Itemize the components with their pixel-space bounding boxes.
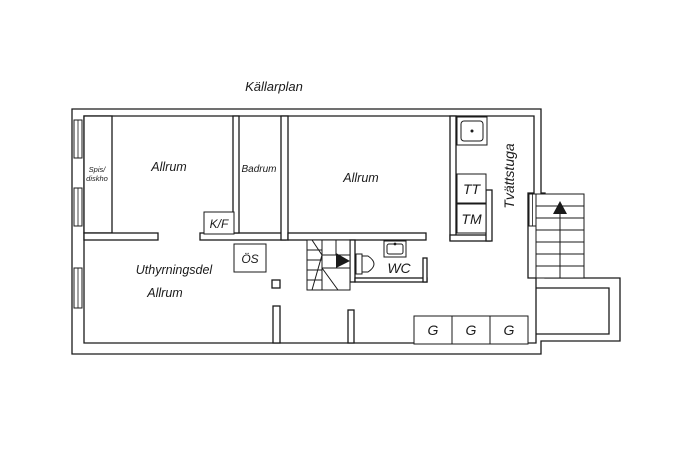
os-box — [233, 243, 267, 273]
allrum-lower-label: Allrum — [146, 286, 182, 300]
garage-label-1: G — [428, 322, 439, 338]
arrow-right-icon — [336, 253, 350, 268]
window-left-top — [73, 119, 83, 159]
sink-icon — [383, 240, 407, 258]
spis-label-1: Spis/ — [89, 165, 107, 174]
window-left-bottom — [73, 267, 83, 309]
laundry-sink-icon — [456, 116, 488, 146]
tt-label: TT — [463, 181, 482, 197]
allrum-center-label: Allrum — [342, 171, 378, 185]
kf-box — [203, 211, 235, 235]
tvattstuga-label: Tvättstuga — [501, 143, 517, 209]
interior-walls — [83, 115, 493, 344]
outer-wall — [71, 108, 621, 355]
window-left-mid — [73, 187, 83, 227]
garage-label-2: G — [466, 322, 477, 338]
spis-label-2: diskho — [86, 174, 108, 183]
badrum-label: Badrum — [241, 164, 276, 175]
tm-box — [456, 203, 487, 234]
plan-title: Källarplan — [245, 79, 303, 94]
wc-label: WC — [387, 260, 411, 276]
uthyrningsdel-label: Uthyrningsdel — [136, 263, 214, 277]
os-label: ÖS — [241, 252, 258, 266]
allrum-left-label: Allrum — [150, 160, 186, 174]
garage-storage — [413, 315, 529, 345]
interior-stairs — [306, 239, 351, 291]
tt-box — [456, 173, 487, 204]
tm-label: TM — [461, 211, 482, 227]
garage-label-3: G — [504, 322, 515, 338]
kf-label: K/F — [210, 217, 229, 231]
toilet-icon — [355, 253, 375, 275]
arrow-up-icon — [553, 201, 567, 214]
window-right — [528, 193, 537, 227]
